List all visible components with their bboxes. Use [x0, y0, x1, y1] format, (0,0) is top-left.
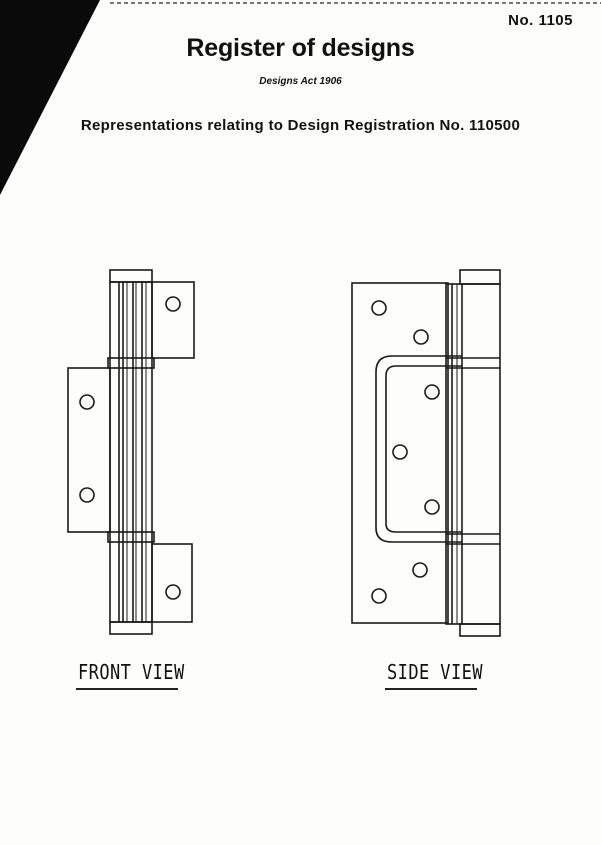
registration-subtitle: Representations relating to Design Regis…: [80, 117, 521, 134]
page-title: Register of designs: [186, 34, 415, 62]
side-view-label: SIDE VIEW: [387, 660, 483, 684]
front-view-drawing: [67, 269, 195, 635]
front-view-underline: [76, 688, 178, 690]
document-number: No. 1105: [508, 12, 573, 29]
side-view-underline: [385, 688, 477, 690]
front-view-label: FRONT VIEW: [78, 660, 185, 684]
act-reference: Designs Act 1906: [259, 76, 342, 87]
side-view-drawing: [351, 269, 501, 637]
